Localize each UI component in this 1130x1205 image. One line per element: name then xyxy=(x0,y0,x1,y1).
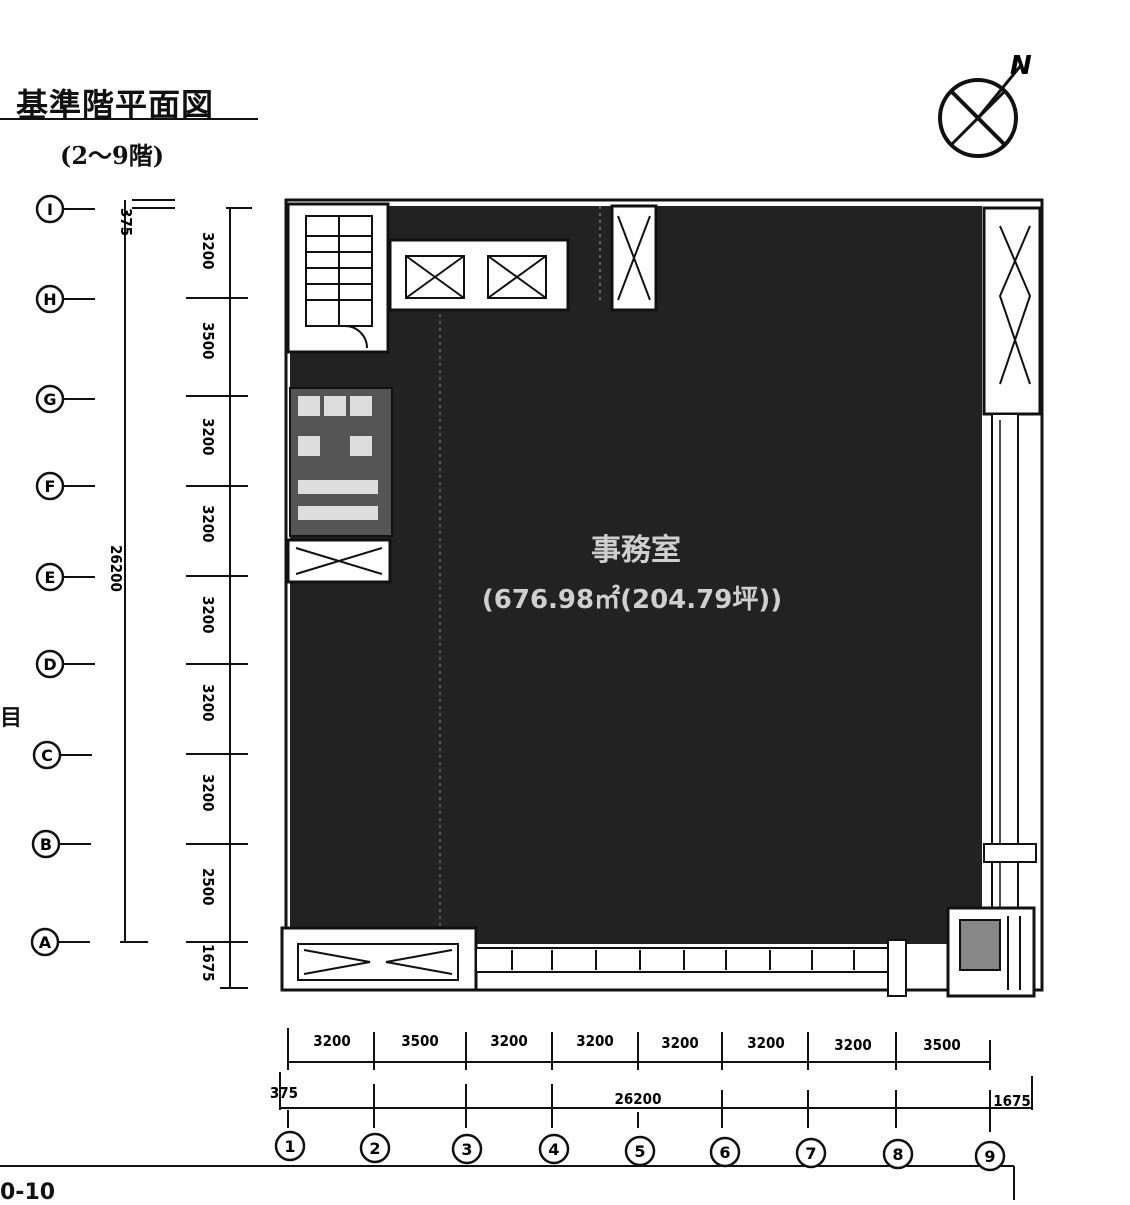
col-total-dimension: 26200 xyxy=(615,1090,662,1108)
svg-text:H: H xyxy=(43,290,56,309)
col-dim-1: 3200 xyxy=(313,1032,351,1050)
office-floor-area xyxy=(290,206,982,944)
room-name-label: 事務室 xyxy=(591,533,681,568)
svg-text:C: C xyxy=(41,746,53,765)
stair-core xyxy=(286,202,390,354)
row-label-e: E xyxy=(35,562,95,592)
row-label-f: F xyxy=(35,471,95,501)
row-label-d: D xyxy=(35,649,95,679)
column-label-7: 7 xyxy=(795,1137,827,1169)
col-dim-7: 3200 xyxy=(834,1036,872,1054)
north-arrow-icon: N xyxy=(938,51,1032,158)
row-dim-8: 2500 xyxy=(199,868,217,906)
svg-text:5: 5 xyxy=(634,1142,645,1161)
svg-text:2: 2 xyxy=(369,1139,380,1158)
elevator-core xyxy=(388,238,570,312)
floor-range-subtitle: (2～9階) xyxy=(60,141,165,170)
row-grid-labels: I H G F E D C xyxy=(30,194,95,957)
col-right-offset: 1675 xyxy=(993,1092,1031,1110)
left-dimension-lines xyxy=(120,199,252,989)
svg-text:1: 1 xyxy=(284,1137,295,1156)
row-dim-7: 3200 xyxy=(199,774,217,812)
svg-text:7: 7 xyxy=(805,1144,816,1163)
side-edge-mark: 目 xyxy=(0,706,23,731)
col-dim-3: 3200 xyxy=(490,1032,528,1050)
column-label-9: 9 xyxy=(974,1140,1006,1172)
svg-text:I: I xyxy=(47,200,53,219)
column-label-6: 6 xyxy=(709,1136,741,1168)
row-top-offset: 375 xyxy=(117,208,135,236)
row-label-g: G xyxy=(35,384,95,414)
bottom-facade xyxy=(280,906,1036,998)
bottom-dimension-lines xyxy=(0,1028,1033,1200)
row-dim-1: 3200 xyxy=(199,232,217,270)
row-total-dimension: 26200 xyxy=(107,545,125,592)
svg-text:E: E xyxy=(45,568,56,587)
north-label: N xyxy=(1010,51,1032,81)
row-label-h: H xyxy=(35,284,95,314)
row-label-b: B xyxy=(31,829,91,859)
svg-text:B: B xyxy=(40,835,52,854)
col-dim-2: 3500 xyxy=(401,1032,439,1050)
row-dim-2: 3500 xyxy=(199,322,217,360)
col-dim-5: 3200 xyxy=(661,1034,699,1052)
column-label-1: 1 xyxy=(274,1130,306,1162)
svg-text:F: F xyxy=(45,477,56,496)
toilet-area xyxy=(286,387,393,584)
col-left-offset: 375 xyxy=(270,1084,298,1102)
row-label-i: I xyxy=(35,194,95,224)
title-underline xyxy=(0,118,258,120)
row-dim-5: 3200 xyxy=(199,596,217,634)
right-facade xyxy=(982,206,1042,915)
top-shaft xyxy=(610,204,658,312)
column-label-3: 3 xyxy=(451,1133,483,1165)
svg-text:4: 4 xyxy=(548,1140,559,1159)
svg-text:3: 3 xyxy=(461,1140,472,1159)
svg-text:A: A xyxy=(39,933,52,952)
row-label-c: C xyxy=(32,740,92,770)
row-dim-6: 3200 xyxy=(199,684,217,722)
svg-text:9: 9 xyxy=(984,1147,995,1166)
svg-text:8: 8 xyxy=(892,1145,903,1164)
column-label-2: 2 xyxy=(359,1132,391,1164)
svg-text:G: G xyxy=(43,390,56,409)
column-dimensions: 3200 3500 3200 3200 3200 3200 3200 3500 … xyxy=(270,1032,1031,1110)
column-grid-labels: 1 2 3 4 5 6 7 8 xyxy=(274,1130,1006,1172)
column-label-4: 4 xyxy=(538,1133,570,1165)
drawing-title: 基準階平面図 xyxy=(16,86,215,124)
row-dim-4: 3200 xyxy=(199,505,217,543)
svg-text:6: 6 xyxy=(719,1143,730,1162)
row-dimensions: 375 26200 3200 3500 3200 3200 3200 3200 … xyxy=(107,208,217,982)
row-label-a: A xyxy=(30,927,90,957)
room-area-label: (676.98㎡(204.79坪)) xyxy=(482,584,782,615)
svg-text:D: D xyxy=(43,655,56,674)
building-plan: 事務室 (676.98㎡(204.79坪)) xyxy=(280,198,1044,998)
col-dim-8: 3500 xyxy=(923,1036,961,1054)
col-dim-4: 3200 xyxy=(576,1032,614,1050)
column-label-5: 5 xyxy=(624,1135,656,1167)
column-label-8: 8 xyxy=(882,1138,914,1170)
row-dim-9: 1675 xyxy=(199,944,217,982)
col-dim-6: 3200 xyxy=(747,1034,785,1052)
row-dim-3: 3200 xyxy=(199,418,217,456)
